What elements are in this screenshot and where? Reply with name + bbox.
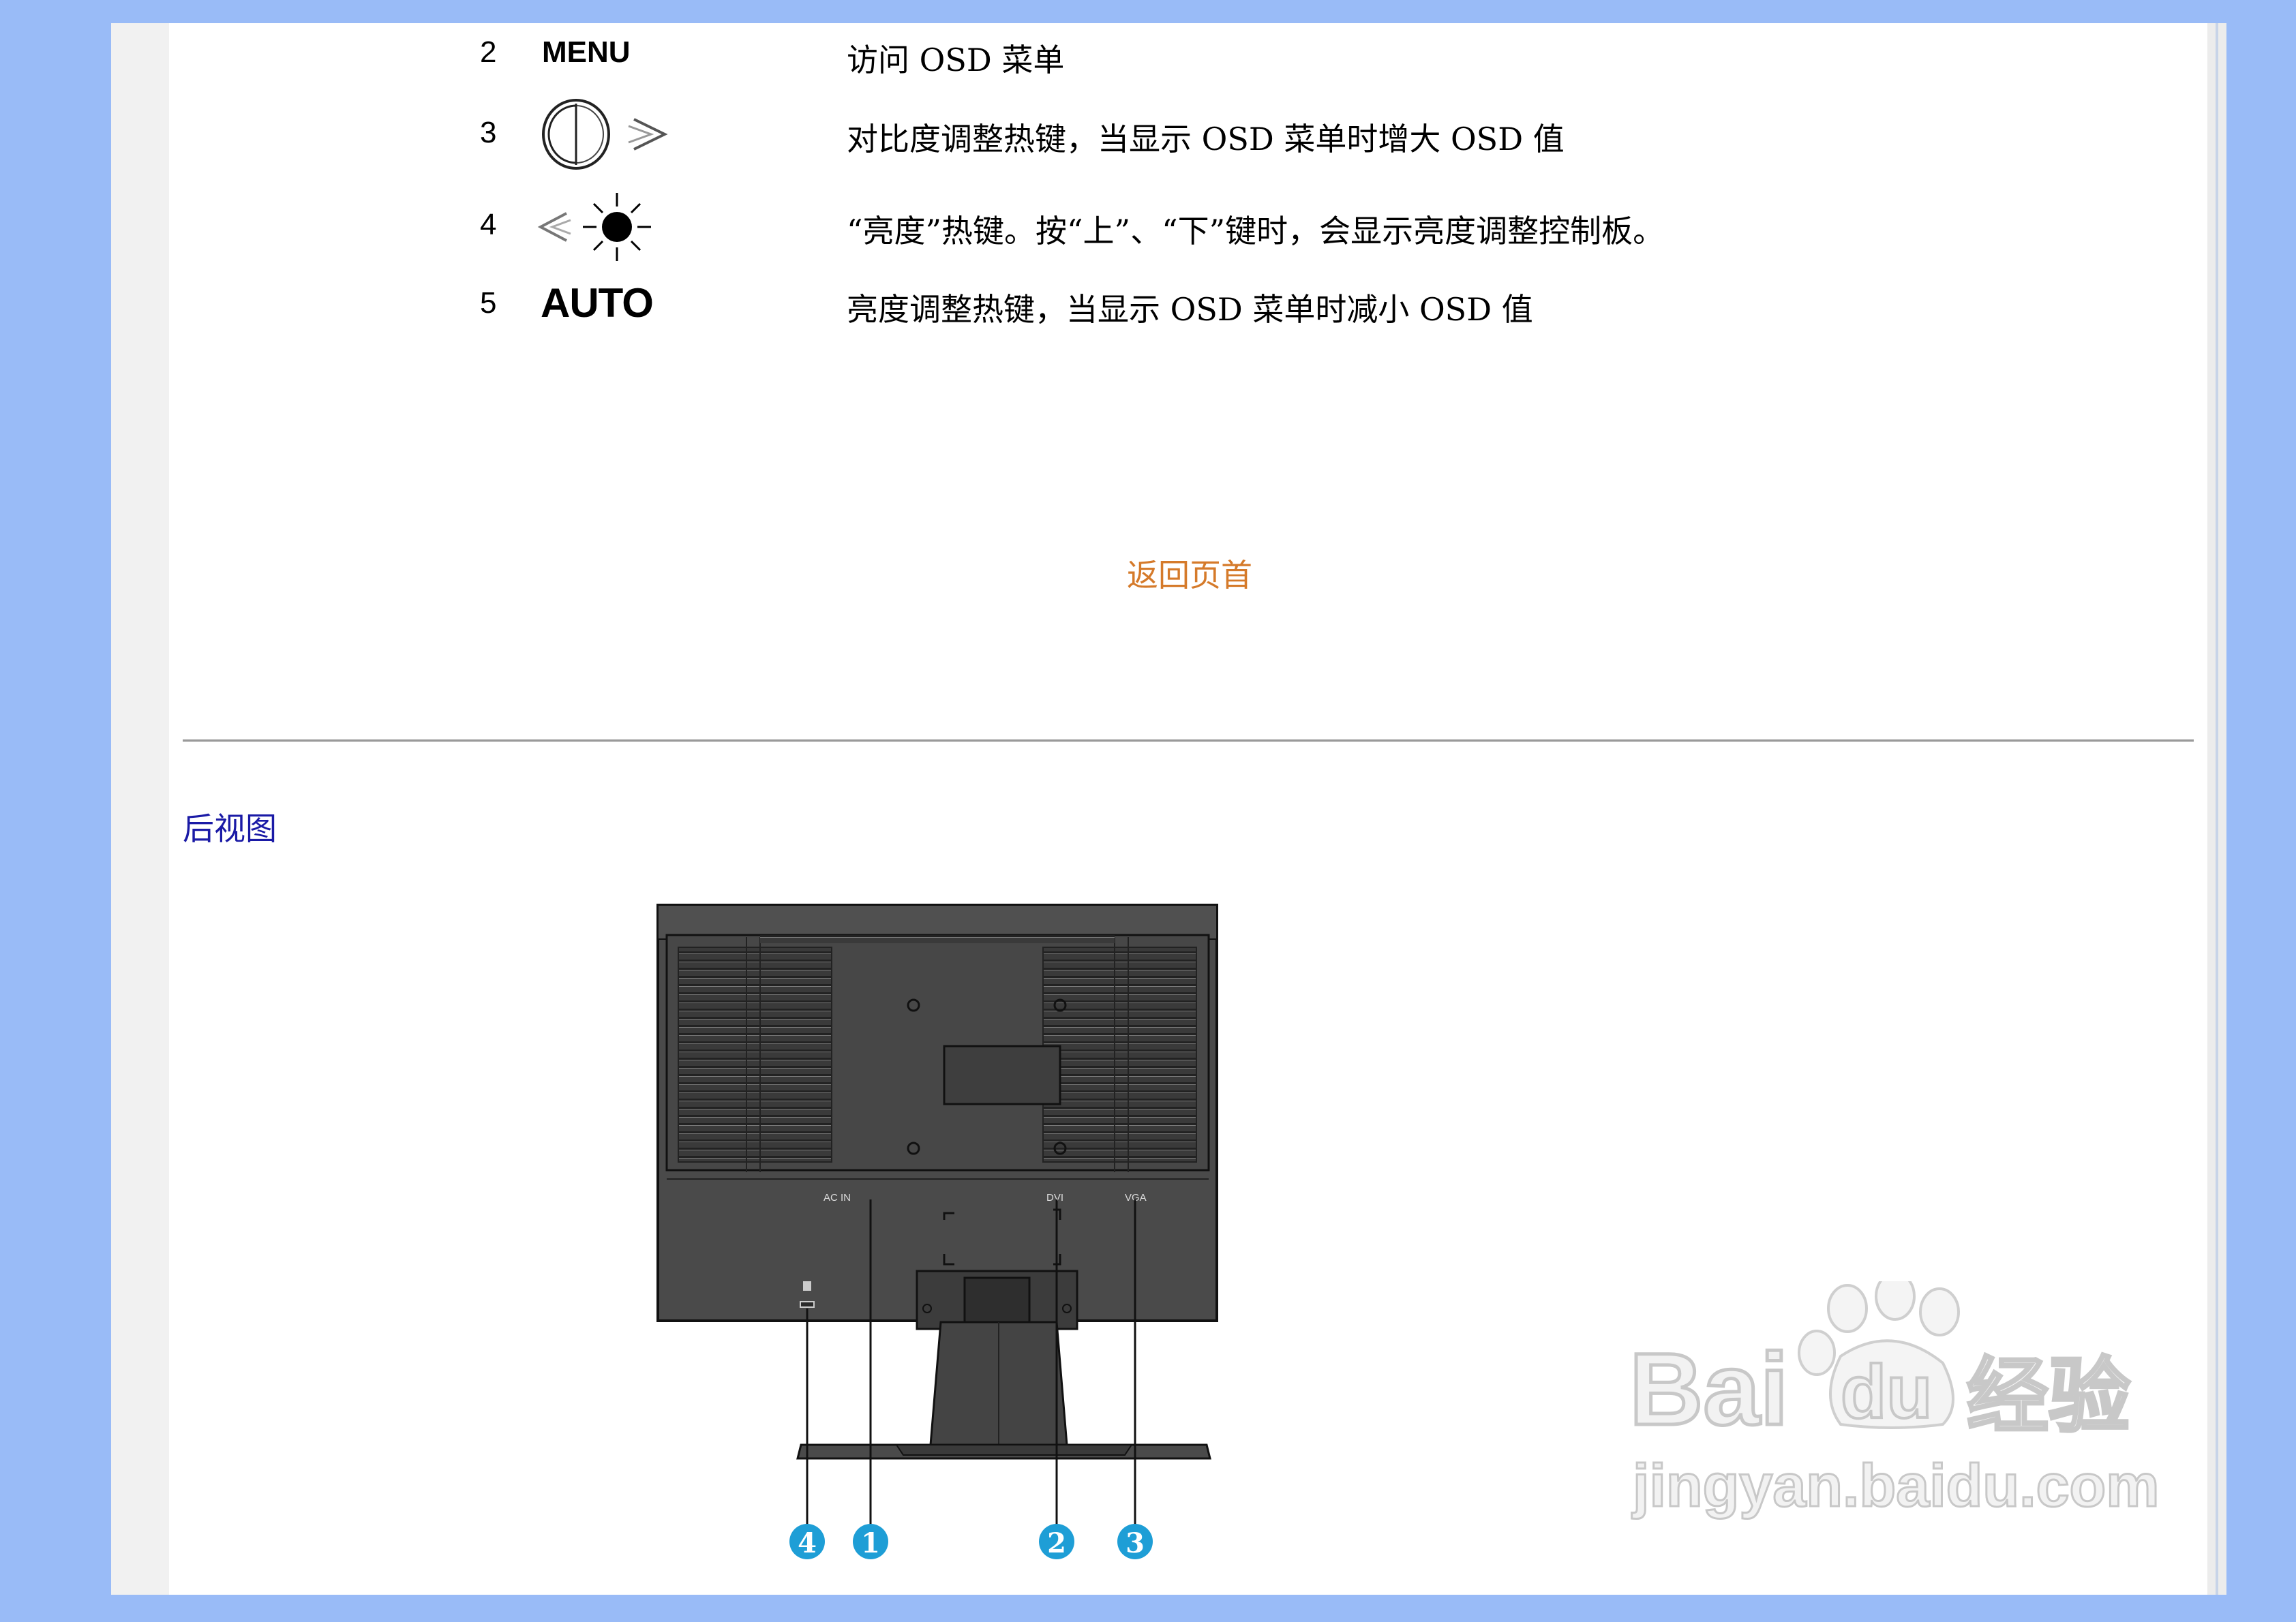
row-description-2: 访问 OSD 菜单 xyxy=(847,42,1065,78)
svg-text:2: 2 xyxy=(1047,1527,1066,1559)
row-number-4: 4 xyxy=(480,208,497,241)
back-to-top-link[interactable]: 返回页首 xyxy=(1127,557,1252,594)
auto-button-label: AUTO xyxy=(541,280,654,326)
svg-text:4: 4 xyxy=(798,1527,817,1559)
svg-text:3: 3 xyxy=(1126,1527,1145,1559)
svg-text:1: 1 xyxy=(861,1527,880,1559)
callout-3: 3 xyxy=(1117,1524,1153,1559)
section-divider xyxy=(183,739,2194,742)
callout-4: 4 xyxy=(789,1524,825,1559)
row-number-3: 3 xyxy=(480,116,497,149)
dvi-port-label: DVI xyxy=(1046,1192,1063,1204)
contrast-increase-icon xyxy=(542,99,668,170)
right-frame-line xyxy=(2216,23,2218,1595)
vga-port-label: VGA xyxy=(1125,1192,1147,1204)
row-description-4: “亮度”热键。按“上”、“下”键时，会显示亮度调整控制板。 xyxy=(847,213,1665,249)
row-number-5: 5 xyxy=(480,286,497,320)
page-sheet xyxy=(111,23,2207,1595)
callout-2: 2 xyxy=(1039,1524,1074,1559)
row-number-2: 2 xyxy=(480,35,497,69)
watermark-url: jingyan.baidu.com xyxy=(1631,1452,2160,1519)
row-description-5: 亮度调整热键，当显示 OSD 菜单时减小 OSD 值 xyxy=(847,291,1533,328)
callout-1: 1 xyxy=(853,1524,888,1559)
menu-button-label: MENU xyxy=(542,35,631,69)
monitor-rear-view-diagram: AC IN DVI VGA 4 1 2 3 xyxy=(656,904,1218,1559)
rear-view-title: 后视图 xyxy=(183,810,277,847)
watermark-brand: Bai xyxy=(1629,1332,1788,1446)
brightness-decrease-icon xyxy=(537,193,651,261)
baidu-jingyan-watermark: Bai du 经验 jingyan.baidu.com xyxy=(1628,1281,2160,1520)
left-gutter xyxy=(111,23,169,1595)
ac-in-port-label: AC IN xyxy=(824,1192,851,1204)
row-description-3: 对比度调整热键，当显示 OSD 菜单时增大 OSD 值 xyxy=(847,121,1565,157)
watermark-brand-du: du xyxy=(1841,1350,1932,1434)
watermark-brand-suffix: 经验 xyxy=(1967,1349,2130,1444)
